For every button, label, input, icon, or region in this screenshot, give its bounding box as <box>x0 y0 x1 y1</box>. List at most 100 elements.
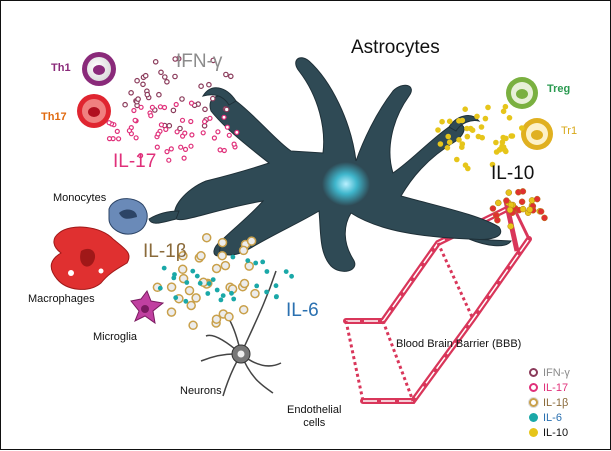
cytokine-particle <box>149 104 155 110</box>
cytokine-particle <box>197 280 203 286</box>
cytokine-particle <box>502 103 509 110</box>
cytokine-particle <box>188 320 198 331</box>
cytokine-particle <box>220 260 231 271</box>
cytokine-particle <box>207 115 213 121</box>
legend-label: IL-10 <box>543 426 569 439</box>
legend-swatch-ifng <box>529 368 538 377</box>
cytokine-particle <box>188 118 194 125</box>
cytokine-particle <box>140 81 146 88</box>
cytokine-particle <box>230 254 236 260</box>
cytokine-particle <box>122 101 128 108</box>
cytokine-particle <box>201 232 212 243</box>
cytokine-particle <box>234 129 240 135</box>
cytokine-particle <box>218 297 224 303</box>
cytokine-particle <box>264 269 270 274</box>
cytokine-particle <box>135 96 141 102</box>
cytokine-particle <box>155 131 161 137</box>
label-ifng: IFN-γ <box>176 51 223 72</box>
cytokine-particle <box>148 113 154 119</box>
cytokine-particle <box>231 141 237 147</box>
cytokine-particle <box>200 130 206 136</box>
cytokine-particle <box>157 104 163 110</box>
label-tr1: Tr1 <box>561 125 578 137</box>
cytokine-particle <box>177 125 183 132</box>
cytokine-particle <box>439 118 445 125</box>
cytokine-particle <box>184 285 195 296</box>
cytokine-particle <box>519 205 527 213</box>
cytokine-particle <box>206 81 212 88</box>
cytokine-particle <box>190 268 196 274</box>
il17-particles <box>106 100 240 163</box>
cytokine-particle <box>161 265 167 271</box>
legend-label: IFN-γ <box>543 366 570 379</box>
cytokine-particle <box>494 216 501 224</box>
cytokine-particle <box>446 139 453 145</box>
cytokine-particle <box>172 56 179 62</box>
cytokine-particle <box>191 293 201 303</box>
cytokine-particle <box>506 206 514 214</box>
cytokine-particle <box>173 101 179 108</box>
cytokine-particle <box>238 304 249 315</box>
cytokine-particle <box>114 128 120 134</box>
legend-label: IL-6 <box>543 411 562 424</box>
cytokine-particle <box>115 136 122 142</box>
il10-particles <box>435 103 525 172</box>
cytokine-particle <box>459 144 465 150</box>
cytokine-particle <box>456 118 462 124</box>
cytokine-particle <box>217 237 228 248</box>
label-il1b: IL-1β <box>143 241 187 262</box>
cytokine-particle <box>133 135 139 141</box>
cytokine-particle <box>464 133 471 140</box>
cytokine-particle <box>224 312 234 322</box>
microglia-cell <box>130 289 165 325</box>
cytokine-particle <box>250 288 260 299</box>
cytokine-particle <box>189 132 195 138</box>
cytokine-particle <box>444 145 451 151</box>
label-il10: IL-10 <box>491 163 535 184</box>
cytokine-particle <box>174 129 180 135</box>
cytokine-particle <box>201 123 208 129</box>
cytokine-particle <box>178 144 184 150</box>
cytokine-particle <box>469 127 476 133</box>
label-neurons: Neurons <box>180 385 222 397</box>
label-treg: Treg <box>547 83 571 95</box>
cytokine-particle <box>541 214 548 222</box>
legend-row: IL-1β <box>529 395 605 410</box>
cytokine-particle <box>537 208 545 215</box>
cytokine-particle <box>533 195 541 203</box>
cytokine-particle <box>260 259 266 265</box>
monocyte-cell <box>108 198 148 235</box>
cytokine-particle <box>489 161 496 168</box>
cytokine-particle <box>206 281 212 286</box>
cytokine-particle <box>210 57 217 64</box>
cytokine-particle <box>179 117 186 123</box>
label-macrophages: Macrophages <box>28 293 95 305</box>
cytokine-particle <box>106 136 113 142</box>
cytokine-particle <box>156 91 162 98</box>
cytokine-particle <box>138 153 144 159</box>
cytokine-particle <box>168 146 174 152</box>
cytokine-particle <box>493 139 499 146</box>
cytokine-particle <box>245 258 251 263</box>
cytokine-particle <box>283 269 289 274</box>
cytokine-particle <box>210 95 216 102</box>
cytokine-particle <box>221 114 227 120</box>
cytokine-particle <box>274 294 279 299</box>
cytokine-particle <box>435 127 441 133</box>
cytokine-particle <box>214 287 220 293</box>
astrocyte-nucleus <box>322 162 370 206</box>
cytokine-particle <box>454 156 460 163</box>
cytokine-particle <box>181 155 187 161</box>
cytokine-particle <box>456 137 462 143</box>
cytokine-particle <box>188 100 195 106</box>
cytokine-particle <box>462 106 469 112</box>
cytokine-particle <box>173 295 179 301</box>
cytokine-particle <box>244 261 254 271</box>
cytokine-particle <box>246 236 257 246</box>
cytokine-particle <box>161 104 168 111</box>
cytokine-particle <box>188 143 194 149</box>
legend-swatch-il6 <box>529 413 538 422</box>
cytokine-particle <box>478 124 485 130</box>
